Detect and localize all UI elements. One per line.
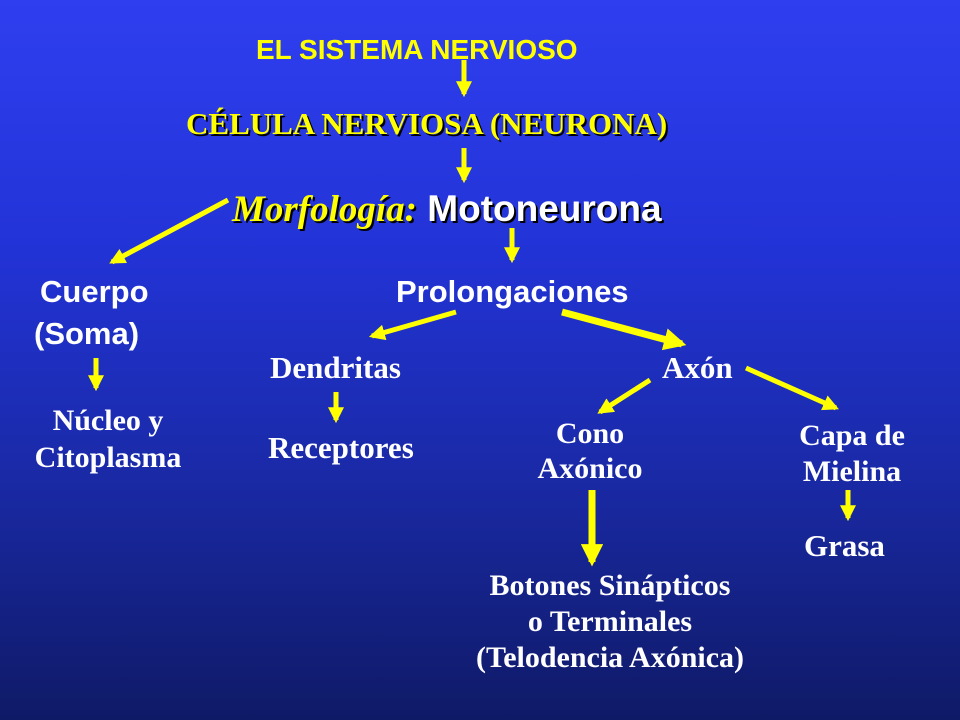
capa-mielina-label: Capa de Mielina xyxy=(770,418,934,490)
cono-line-1: Cono xyxy=(555,417,625,450)
cono-line-2: Axónico xyxy=(537,452,643,485)
botones-line-1: Botones Sinápticos xyxy=(489,569,731,602)
grasa-label: Grasa xyxy=(804,528,885,563)
botones-line-3: (Telodencia Axónica) xyxy=(475,641,745,674)
capa-line-2: Mielina xyxy=(802,455,902,488)
morfologia-label: Morfología: xyxy=(232,189,417,230)
axon-label: Axón xyxy=(662,350,733,385)
nucleo-line-2: Citoplasma xyxy=(34,441,182,474)
capa-line-1: Capa de xyxy=(799,419,905,452)
botones-sinapticos-label: Botones Sinápticos o Terminales (Teloden… xyxy=(410,568,810,676)
nucleo-citoplasma-label: Núcleo y Citoplasma xyxy=(18,402,198,476)
arrow-prolongaciones-to-axon xyxy=(561,308,687,351)
title-sistema-nervioso: EL SISTEMA NERVIOSO xyxy=(256,34,578,65)
receptores-label: Receptores xyxy=(268,430,414,465)
dendritas-label: Dendritas xyxy=(270,350,401,385)
morfologia-heading: Morfología: Motoneurona xyxy=(232,190,662,228)
cono-axonico-label: Cono Axónico xyxy=(504,416,676,486)
arrow-prolongaciones-to-dendritas xyxy=(368,309,457,341)
prolongaciones-label: Prolongaciones xyxy=(396,274,629,309)
cuerpo-label: Cuerpo xyxy=(40,274,149,309)
nucleo-line-1: Núcleo y xyxy=(52,404,164,437)
soma-label: (Soma) xyxy=(34,316,140,351)
morfologia-value: Motoneurona xyxy=(427,188,662,229)
arrow-morfologia-to-cuerpo xyxy=(109,197,230,265)
botones-line-2: o Terminales xyxy=(527,605,693,638)
arrow-axon-to-cono xyxy=(597,377,652,415)
arrow-axon-to-capa xyxy=(744,365,839,411)
subtitle-celula-nerviosa: CÉLULA NERVIOSA (NEURONA) xyxy=(186,106,668,141)
